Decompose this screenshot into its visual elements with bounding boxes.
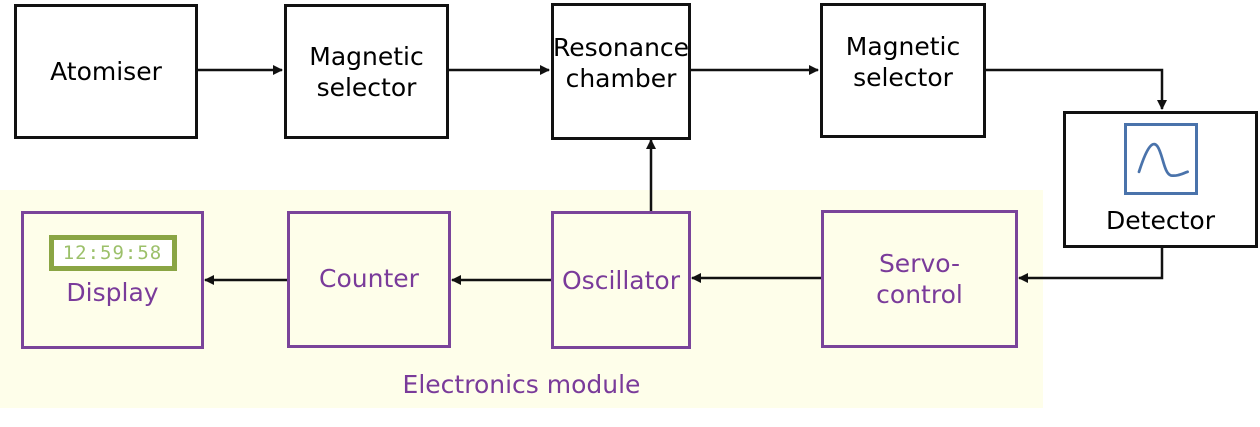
block-atomiser: Atomiser (14, 4, 198, 139)
arrow-detector-to-servo (1018, 247, 1164, 283)
block-display: 12:59:58 Display (21, 211, 204, 349)
block-counter: Counter (287, 211, 451, 348)
block-detector-label: Detector (1106, 206, 1215, 235)
block-magnetic-selector-2: Magnetic selector (820, 3, 986, 138)
block-resonance-chamber: Resonance chamber (551, 3, 691, 140)
block-counter-label: Counter (319, 264, 419, 293)
display-readout: 12:59:58 (62, 241, 163, 264)
electronics-module-label: Electronics module (402, 370, 641, 399)
block-servo-control: Servo- control (821, 210, 1018, 348)
block-oscillator-label: Oscillator (562, 265, 680, 295)
oscilloscope-signal-icon (1123, 123, 1198, 195)
block-magnetic-selector-1-label: Magnetic selector (309, 41, 424, 102)
block-display-label: Display (66, 277, 159, 307)
block-resonance-chamber-label: Resonance chamber (552, 32, 690, 93)
block-detector: Detector (1063, 111, 1258, 248)
digital-clock-icon: 12:59:58 (48, 234, 177, 271)
arrow-selector2-to-detector (985, 68, 1167, 110)
block-servo-control-label: Servo- control (876, 249, 963, 309)
block-magnetic-selector-1: Magnetic selector (284, 4, 449, 139)
block-oscillator: Oscillator (551, 211, 691, 349)
block-magnetic-selector-2-label: Magnetic selector (845, 31, 961, 92)
block-atomiser-label: Atomiser (50, 57, 162, 86)
